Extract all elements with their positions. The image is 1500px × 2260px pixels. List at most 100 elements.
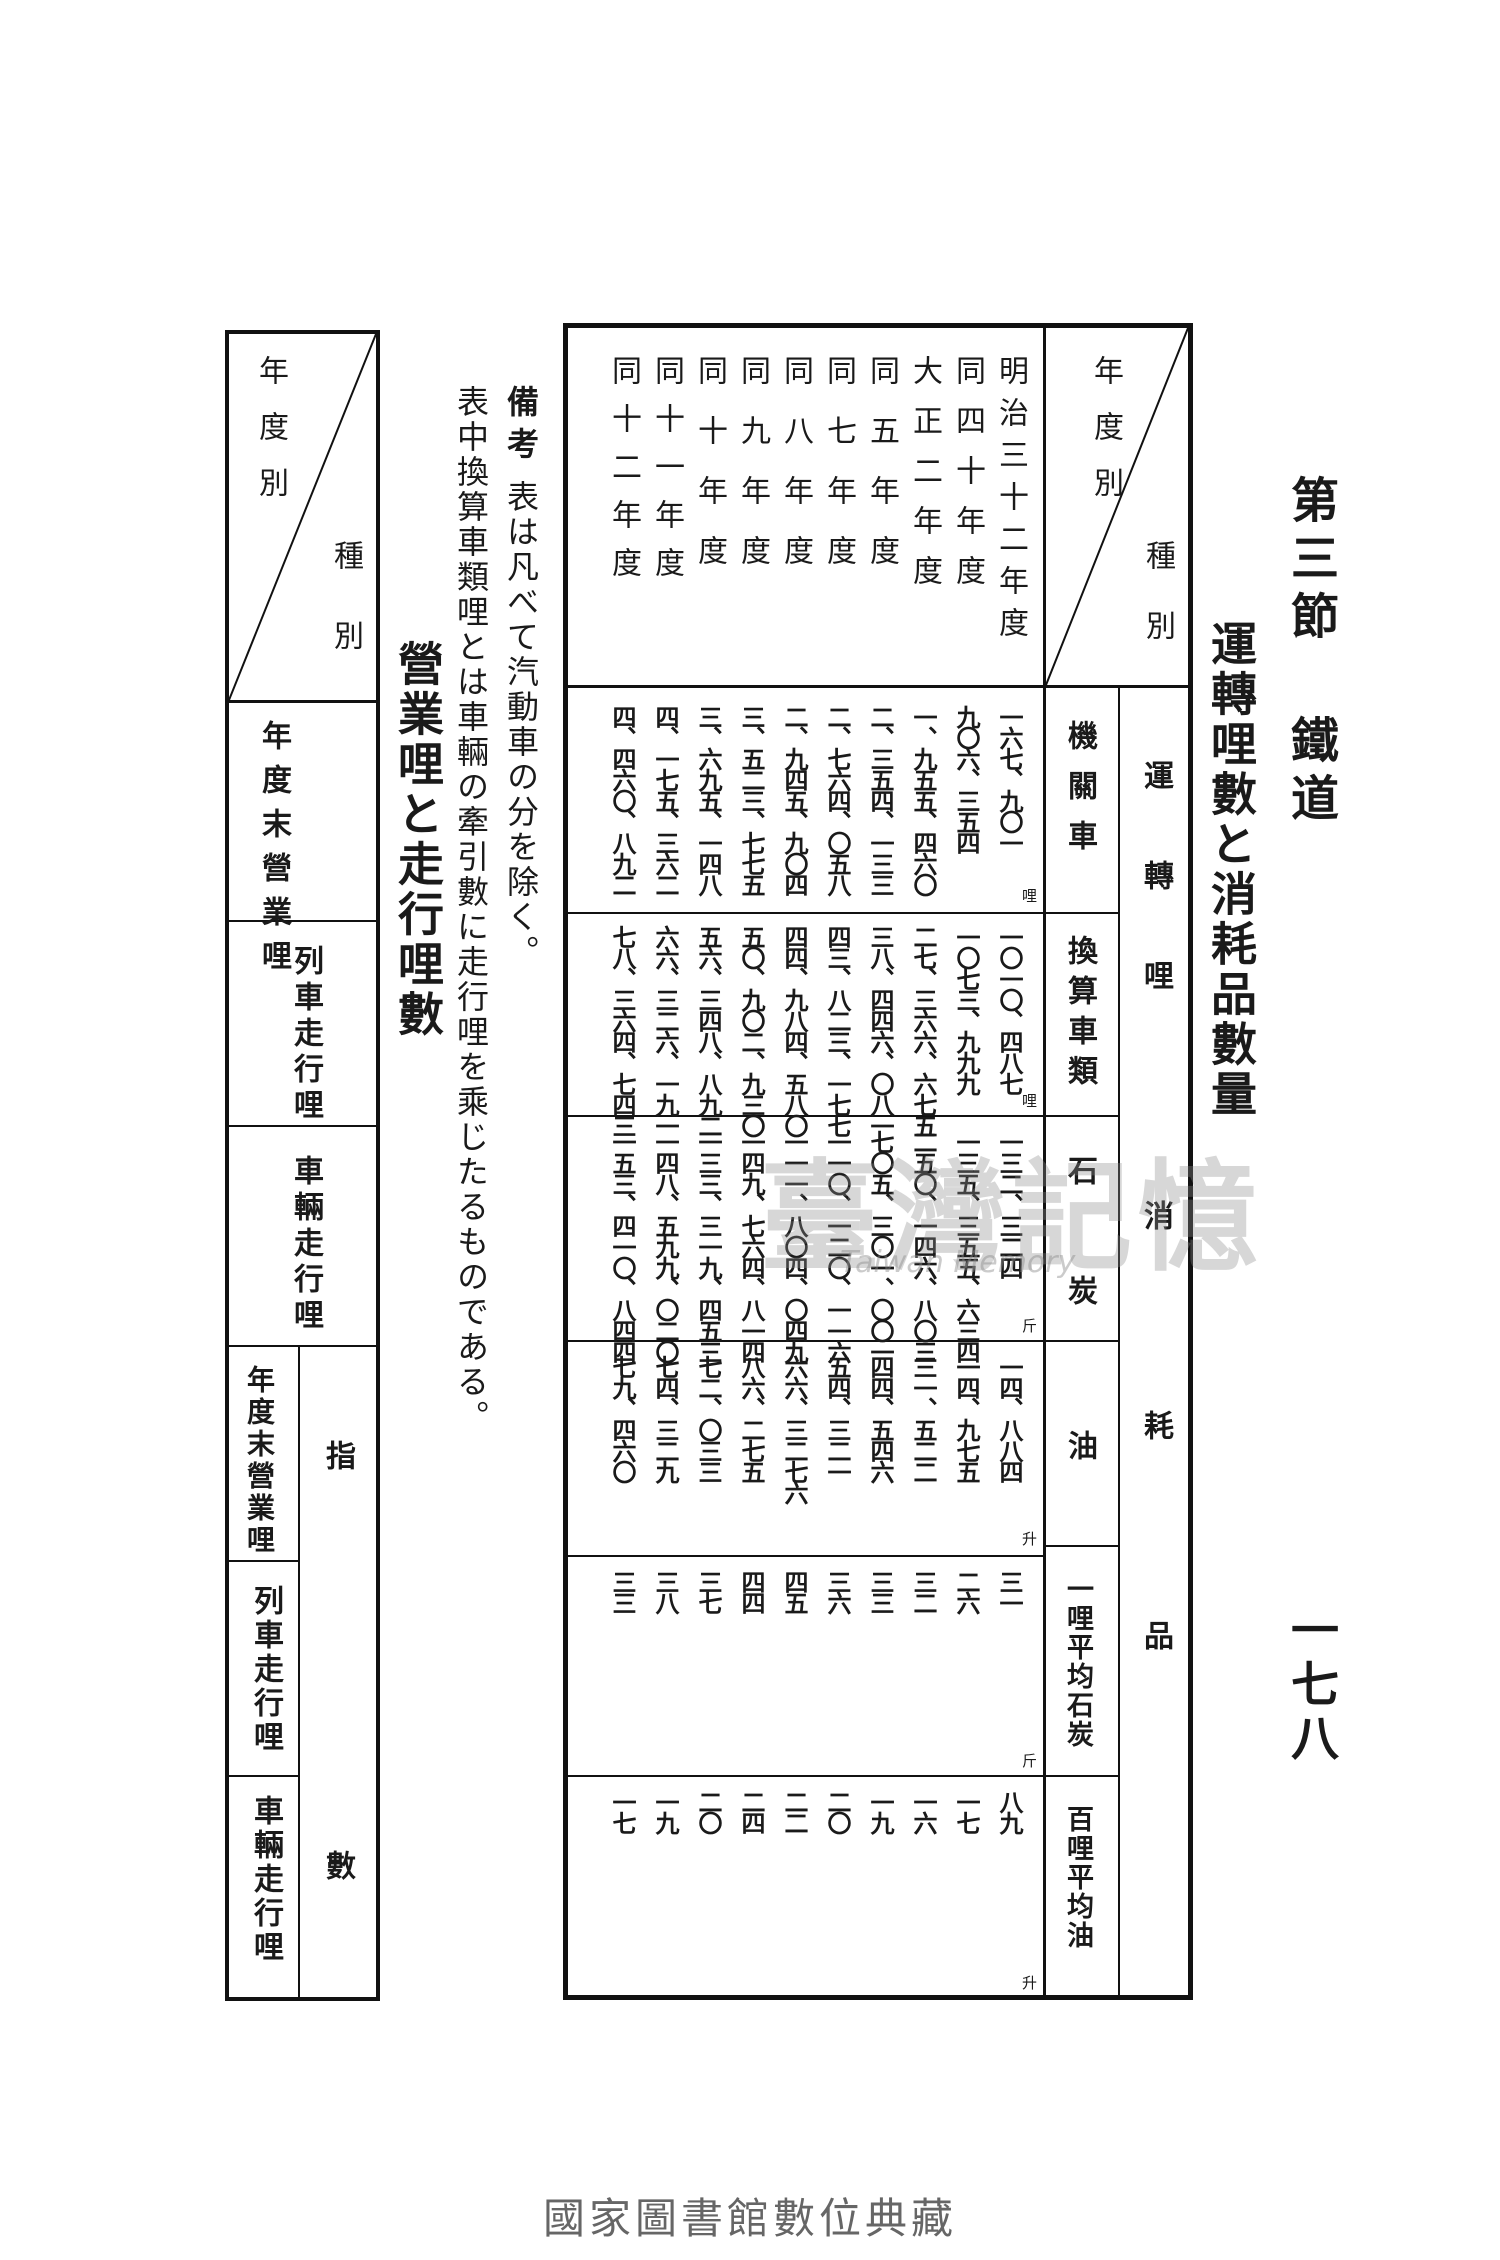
- table-cell: 三六: [823, 1570, 852, 1612]
- table2-col-business-miles: 年度末營業哩: [256, 720, 291, 984]
- table-cell: 七〇五、三〇一、〇〇一: [866, 1130, 895, 1361]
- table-cell: 二、七六四、〇五八: [823, 705, 852, 894]
- unit-label: 斤: [1022, 1317, 1038, 1335]
- table-cell: 四五: [780, 1570, 809, 1612]
- table-cell: 七八、三六四、七四三: [608, 925, 637, 1135]
- table-cell: 七四、三二九: [651, 1355, 680, 1481]
- table-cell: 一、九五五、四六〇: [909, 705, 938, 894]
- group-operation-label: 運轉哩: [1138, 760, 1173, 1060]
- col-header-coal-per-mile: 一哩平均石炭: [1062, 1575, 1093, 1749]
- table-cell: 四四: [737, 1570, 766, 1612]
- col-header-oil-per-100mile: 百哩平均油: [1062, 1805, 1093, 1950]
- col-header-converted-cars: 換算車類: [1062, 935, 1097, 1095]
- unit-label: 升: [1022, 1974, 1038, 1992]
- table-cell: 三二: [909, 1570, 938, 1612]
- table2-corner-kind: 種別: [328, 540, 363, 700]
- unit-label: 哩: [1022, 887, 1038, 905]
- corner-diagonal: [1046, 328, 1188, 685]
- table-cell: 三一: [995, 1570, 1024, 1612]
- table-cell: 一九: [866, 1790, 895, 1832]
- footer-archive-label: 國家圖書館數位典藏: [542, 2194, 957, 2243]
- table-cell: 三、六九五、一四八: [694, 705, 723, 894]
- table-cell: 一四八、五九九、〇二〇: [651, 1130, 680, 1361]
- col-header-oil: 油: [1062, 1430, 1097, 1460]
- table2-index-car-miles: 車輛走行哩: [248, 1795, 283, 1965]
- table-cell: 五六、三四八、八九二: [694, 925, 723, 1135]
- watermark-subtitle: Taiwan Memory: [840, 1245, 1076, 1280]
- table-cell: 三八: [651, 1570, 680, 1612]
- table-cell: 一四、八八四: [995, 1355, 1024, 1481]
- table-cell: 一四九、七六四、八一四: [737, 1130, 766, 1361]
- table-cell: 一四、九七五: [952, 1355, 981, 1481]
- table-cell: 二五〇、一四六、八〇三: [909, 1130, 938, 1361]
- year-cell: 明治三十二年度: [993, 355, 1028, 649]
- unit-label: 斤: [1022, 1752, 1038, 1770]
- table1-corner-kind: 種別: [1140, 540, 1175, 680]
- table-cell: 六六、三二七六: [780, 1355, 809, 1502]
- year-cell: 同五年度: [864, 355, 899, 595]
- table2-col-car-miles: 車輛走行哩: [288, 1155, 323, 1335]
- table-cell: 三三: [866, 1570, 895, 1612]
- table-cell: 一六七、九〇一: [995, 705, 1024, 852]
- table-cell: 二四: [737, 1790, 766, 1832]
- table-cell: 二六: [952, 1570, 981, 1612]
- table-cell: 一〇一〇、四八七: [995, 925, 1024, 1093]
- table-cell: 二〇: [823, 1790, 852, 1832]
- table-cell: 五〇、九〇二、九三〇: [737, 925, 766, 1135]
- year-cell: 同十二年度: [606, 355, 641, 595]
- table-cell: 八九: [995, 1790, 1024, 1832]
- table-cell: 二二: [780, 1790, 809, 1832]
- table-cell: 三、五二三、七七五: [737, 705, 766, 894]
- table-cell: 七九、四六〇: [608, 1355, 637, 1481]
- table-cell: 四、一七五、三六二: [651, 705, 680, 894]
- table-cell: 八六、二七五: [737, 1355, 766, 1481]
- table-cell: 四四、九八四、五八〇: [780, 925, 809, 1135]
- note-text-2: 表中換算車類哩とは車輛の牽引數に走行哩を乘じたるものである。: [452, 385, 490, 1435]
- unit-label: 哩: [1022, 1092, 1038, 1110]
- table-cell: 一六: [909, 1790, 938, 1832]
- table2-index-group: 指數: [320, 1440, 355, 2260]
- table1-title: 運轉哩數と消耗品數量: [1204, 620, 1258, 1120]
- table2-corner-year: 年度別: [253, 355, 288, 523]
- table-cell: 六六、三二六、一九一: [651, 925, 680, 1135]
- table-cell: 一三三、三一九、四五三: [694, 1130, 723, 1361]
- table-cell: 三八、四四六、〇八一: [866, 925, 895, 1135]
- watermark-logo: 臺灣記憶: [760, 1147, 1264, 1288]
- note-text-1: 表は凡べて汽動車の分を除く。: [502, 480, 540, 970]
- year-cell: 大正二年度: [907, 355, 942, 605]
- table-cell: 一三五、三五五、六三四: [952, 1130, 981, 1361]
- table1-corner-year: 年度別: [1088, 355, 1123, 523]
- table-cell: 一三二、三二四: [995, 1130, 1024, 1277]
- year-cell: 同十年度: [692, 355, 727, 595]
- table-cell: 四四、五四六: [866, 1355, 895, 1481]
- table-cell: 一九: [651, 1790, 680, 1832]
- col-header-locomotive: 機關車: [1062, 720, 1097, 870]
- year-cell: 同八年度: [778, 355, 813, 595]
- table-cell: 一一〇、一二〇、一一六: [823, 1130, 852, 1361]
- table-cell: 七二、〇三三: [694, 1355, 723, 1481]
- year-cell: 同九年度: [735, 355, 770, 595]
- table2-corner-diagonal: [229, 334, 376, 700]
- table-cell: 二、九四五、九〇四: [780, 705, 809, 894]
- table-cell: 二〇: [694, 1790, 723, 1832]
- table-cell: 九〇六、三五四: [952, 705, 981, 852]
- table-cell: 四、四六〇、八九二: [608, 705, 637, 894]
- page-number: 一七八: [1282, 1605, 1338, 1767]
- year-cell: 同四十年度: [950, 355, 985, 605]
- table-cell: 五四、三二一: [823, 1355, 852, 1481]
- table2-index-business-miles: 年度末營業哩: [243, 1365, 276, 1557]
- year-cell: 同十一年度: [649, 355, 684, 595]
- table-cell: 一五三、四一〇、八四四: [608, 1130, 637, 1361]
- table-cell: 一〇七三、九九九: [952, 925, 981, 1093]
- table-cell: 一七: [952, 1790, 981, 1832]
- group-consumption-label: 消耗品: [1138, 1200, 1173, 1830]
- table-cell: 三一、五二二: [909, 1355, 938, 1481]
- table-cell: 三七: [694, 1570, 723, 1612]
- year-cell: 同七年度: [821, 355, 856, 595]
- table-cell: 一一一、八〇四、〇四九: [780, 1130, 809, 1361]
- table-cell: 二、三五四、一三三: [866, 705, 895, 894]
- table-cell: 二七、三六六、六七五: [909, 925, 938, 1135]
- col-header-coal: 石炭: [1062, 1155, 1097, 1395]
- table-cell: 一七: [608, 1790, 637, 1832]
- table2-title: 營業哩と走行哩數: [391, 640, 445, 1040]
